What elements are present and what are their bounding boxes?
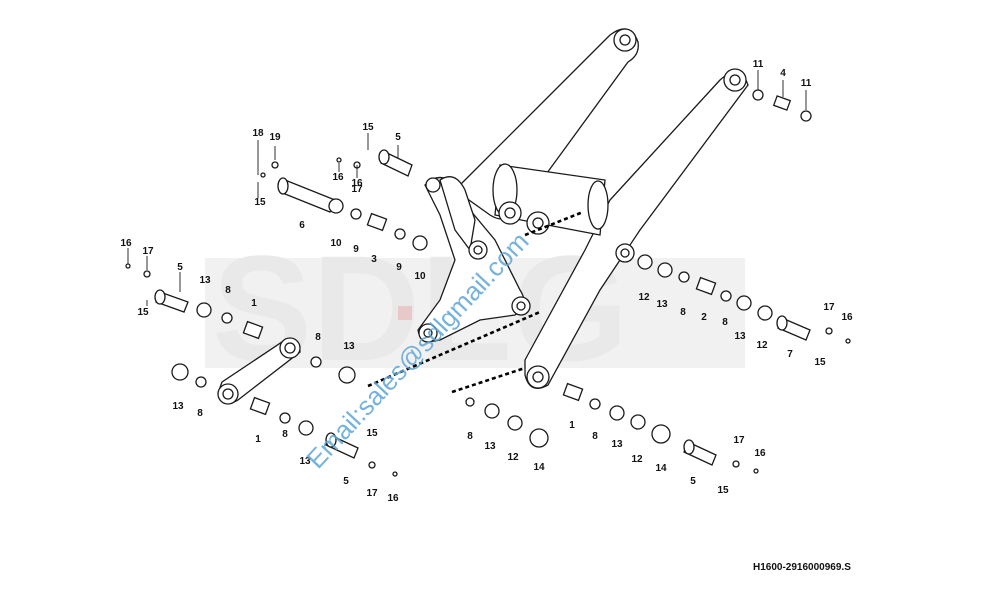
callout-1: 1 <box>569 420 575 431</box>
callout-7: 7 <box>787 349 793 360</box>
bellcrank <box>417 176 531 343</box>
callout-5: 5 <box>177 262 183 273</box>
callout-13: 13 <box>734 331 746 342</box>
callout-17: 17 <box>366 488 378 499</box>
callout-4: 4 <box>780 68 786 79</box>
callout-8: 8 <box>282 429 288 440</box>
callout-12: 12 <box>638 292 650 303</box>
callout-12: 12 <box>756 340 768 351</box>
callout-1: 1 <box>251 298 257 309</box>
callout-6: 6 <box>299 220 305 231</box>
callout-18: 18 <box>252 128 264 139</box>
callout-16: 16 <box>387 493 399 504</box>
callout-12: 12 <box>507 452 519 463</box>
callout-17: 17 <box>823 302 835 313</box>
callout-12: 12 <box>631 454 643 465</box>
drawing-code: H1600-2916000969.S <box>753 562 851 573</box>
callout-5: 5 <box>395 132 401 143</box>
callout-8: 8 <box>315 332 321 343</box>
callout-5: 5 <box>690 476 696 487</box>
callout-17: 17 <box>733 435 745 446</box>
callout-9: 9 <box>396 262 402 273</box>
callout-13: 13 <box>172 401 184 412</box>
callout-13: 13 <box>611 439 623 450</box>
assembly-lines <box>367 210 584 394</box>
callout-1: 1 <box>255 434 261 445</box>
tilt-link <box>217 337 301 405</box>
leader-lines <box>127 70 807 306</box>
callout-14: 14 <box>533 462 545 473</box>
callout-13: 13 <box>343 341 355 352</box>
callout-17: 17 <box>351 184 363 195</box>
callout-13: 13 <box>199 275 211 286</box>
callout-11: 11 <box>753 59 764 70</box>
callout-19: 19 <box>269 132 281 143</box>
callout-8: 8 <box>592 431 598 442</box>
callout-13: 13 <box>484 441 496 452</box>
callout-15: 15 <box>254 197 266 208</box>
callout-13: 13 <box>656 299 668 310</box>
callout-13: 13 <box>299 456 311 467</box>
callout-8: 8 <box>467 431 473 442</box>
callout-9: 9 <box>353 244 359 255</box>
callout-10: 10 <box>414 271 426 282</box>
callout-8: 8 <box>722 317 728 328</box>
callout-10: 10 <box>330 238 342 249</box>
boom-assembly <box>453 28 749 389</box>
callout-16: 16 <box>332 172 344 183</box>
callout-15: 15 <box>366 428 378 439</box>
callout-16: 16 <box>841 312 853 323</box>
callout-17: 17 <box>142 246 154 257</box>
callout-16: 16 <box>120 238 132 249</box>
callout-15: 15 <box>137 307 149 318</box>
callout-15: 15 <box>362 122 374 133</box>
callout-11: 11 <box>801 78 812 89</box>
callout-16: 16 <box>351 178 363 189</box>
callout-5: 5 <box>343 476 349 487</box>
hardware-parts <box>125 89 851 477</box>
callout-2: 2 <box>701 312 707 323</box>
callout-16: 16 <box>754 448 766 459</box>
callout-3: 3 <box>371 254 377 265</box>
callout-14: 14 <box>655 463 667 474</box>
callout-15: 15 <box>814 357 826 368</box>
callout-8: 8 <box>197 408 203 419</box>
callout-8: 8 <box>225 285 231 296</box>
callout-8: 8 <box>680 307 686 318</box>
callout-15: 15 <box>717 485 729 496</box>
